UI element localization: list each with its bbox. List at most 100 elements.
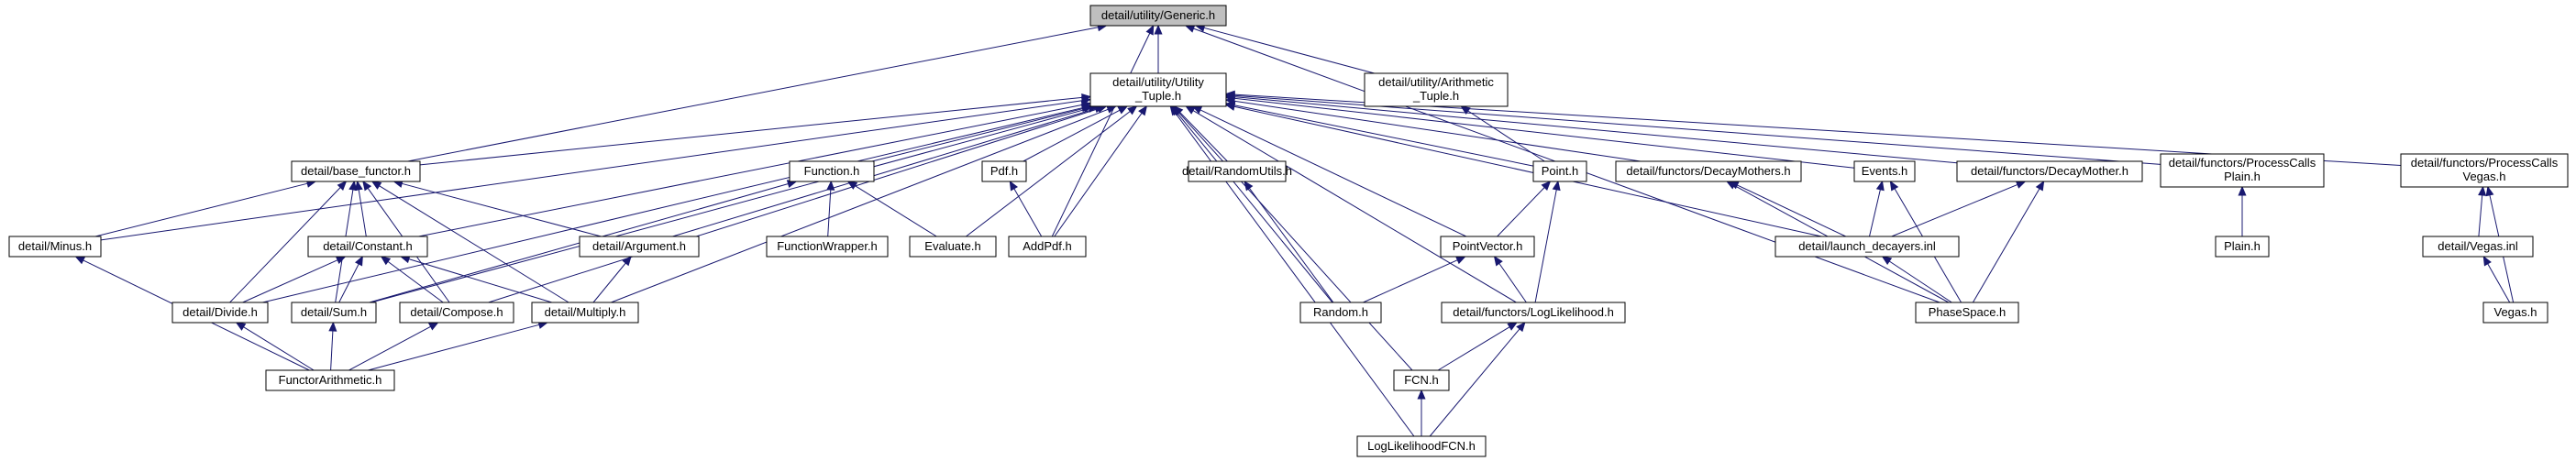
edge-line <box>2487 263 2511 303</box>
dependency-edge-decay_mother-to-utility_tuple <box>1224 93 1958 164</box>
node-label: LogLikelihoodFCN.h <box>1367 439 1476 453</box>
dependency-edge-argument_h-to-base_functor <box>392 179 602 237</box>
node-label: detail/functors/DecayMother.h <box>1971 164 2128 178</box>
node-random-h[interactable]: Random.h <box>1299 302 1382 324</box>
node-phasespace-h[interactable]: PhaseSpace.h <box>1915 302 2019 324</box>
arrowhead-icon <box>235 322 247 331</box>
node-function-wrapper[interactable]: FunctionWrapper.h <box>766 236 889 258</box>
arrowhead-icon <box>370 181 382 190</box>
edge-line <box>1051 32 1151 237</box>
node-label: detail/Argument.h <box>592 239 686 253</box>
node-utility-tuple[interactable]: detail/utility/Utility_Tuple.h <box>1089 72 1227 107</box>
node-decay-mothers[interactable]: detail/functors/DecayMothers.h <box>1615 160 1802 182</box>
edge-line <box>611 108 1109 303</box>
arrowhead-icon <box>354 180 363 192</box>
edge-line <box>243 326 315 371</box>
edge-line <box>229 187 341 303</box>
node-addpdf-h[interactable]: AddPdf.h <box>1008 236 1087 258</box>
graph-nodes: detail/utility/Generic.h detail/utility/U… <box>8 5 2569 457</box>
node-box <box>1615 160 1802 182</box>
edge-line <box>1233 100 1641 162</box>
node-label: detail/utility/Generic.h <box>1101 8 1215 22</box>
node-arith-tuple[interactable]: detail/utility/Arithmetic_Tuple.h <box>1364 72 1509 107</box>
node-label: Plain.h <box>2224 170 2261 183</box>
edge-line <box>242 259 338 303</box>
node-pdf-h[interactable]: Pdf.h <box>981 160 1027 182</box>
node-evaluate-h[interactable]: Evaluate.h <box>909 236 997 258</box>
node-box <box>1299 302 1382 324</box>
node-launch-decayers[interactable]: detail/launch_decayers.inl <box>1774 236 1960 258</box>
arrowhead-icon <box>1185 105 1196 115</box>
edge-line <box>348 325 431 371</box>
node-function-h[interactable]: Function.h <box>789 160 875 182</box>
node-base-functor[interactable]: detail/base_functor.h <box>291 160 421 182</box>
node-box <box>981 160 1027 182</box>
dependency-edge-base_functor-to-generic <box>407 23 1108 162</box>
node-point-h[interactable]: Point.h <box>1532 160 1587 182</box>
node-functor-arith[interactable]: FunctorArithmetic.h <box>265 369 395 391</box>
node-label: detail/utility/Arithmetic <box>1378 75 1494 89</box>
dependency-edge-launch_decayers-to-events_h <box>1869 180 1885 237</box>
node-box <box>766 236 889 258</box>
dependency-edge-compose_h-to-constant_h <box>380 256 444 303</box>
node-random-utils[interactable]: detail/RandomUtils.h <box>1182 160 1292 182</box>
edge-line <box>1467 110 1545 162</box>
edge-line <box>1179 112 1228 162</box>
node-fcn-h[interactable]: FCN.h <box>1393 369 1450 391</box>
arrowhead-icon <box>1169 104 1179 116</box>
edge-line <box>262 107 1083 303</box>
node-label: detail/Sum.h <box>301 305 367 319</box>
edge-line <box>672 108 1096 237</box>
node-box <box>2215 236 2270 258</box>
node-vegas-inl[interactable]: detail/Vegas.inl <box>2422 236 2534 258</box>
node-label: detail/RandomUtils.h <box>1182 164 1292 178</box>
node-label: _Tuple.h <box>1412 89 1459 103</box>
node-loglik-h[interactable]: detail/functors/LogLikelihood.h <box>1441 302 1626 324</box>
node-constant-h[interactable]: detail/Constant.h <box>307 236 428 258</box>
arrowhead-icon <box>1493 255 1503 267</box>
node-compose-h[interactable]: detail/Compose.h <box>399 302 514 324</box>
arrowhead-icon <box>1184 24 1196 33</box>
node-decay-mother[interactable]: detail/functors/DecayMother.h <box>1956 160 2143 182</box>
dependency-edge-random_h-to-utility_tuple <box>1170 105 1333 303</box>
node-box <box>1915 302 2019 324</box>
node-multiply-h[interactable]: detail/Multiply.h <box>531 302 639 324</box>
arrowhead-icon <box>1138 104 1148 116</box>
edge-line <box>1437 326 1510 371</box>
arrowhead-icon <box>1417 389 1426 400</box>
node-label: AddPdf.h <box>1023 239 1072 253</box>
node-point-vector[interactable]: PointVector.h <box>1440 236 1535 258</box>
dependency-edge-minus_h-to-utility_tuple <box>100 96 1092 241</box>
node-sum-h[interactable]: detail/Sum.h <box>291 302 377 324</box>
dependency-edge-events_h-to-utility_tuple <box>1224 93 1855 169</box>
arrowhead-icon <box>2485 185 2494 197</box>
dependency-edge-sum_h-to-constant_h <box>338 255 363 303</box>
node-box <box>291 160 421 182</box>
dependency-edge-vegas_h-to-vegas_inl <box>2482 255 2511 303</box>
dependency-edge-launch_decayers-to-decay_mother <box>1891 181 2027 237</box>
edge-line <box>1534 189 1557 303</box>
edge-line <box>1498 263 1527 303</box>
node-loglik-fcn[interactable]: LogLikelihoodFCN.h <box>1356 435 1487 457</box>
node-events-h[interactable]: Events.h <box>1853 160 1916 182</box>
node-label: Vegas.h <box>2494 305 2537 319</box>
node-label: detail/Compose.h <box>410 305 503 319</box>
node-minus-h[interactable]: detail/Minus.h <box>8 236 102 258</box>
node-label: Point.h <box>1542 164 1578 178</box>
node-argument-h[interactable]: detail/Argument.h <box>579 236 700 258</box>
node-plain-h[interactable]: Plain.h <box>2215 236 2270 258</box>
node-label: detail/functors/LogLikelihood.h <box>1453 305 1614 319</box>
node-divide-h[interactable]: detail/Divide.h <box>171 302 269 324</box>
edge-line <box>1248 188 1334 303</box>
edge-line <box>592 262 626 303</box>
edge-line <box>369 183 789 303</box>
dependency-edge-multiply_h-to-utility_tuple <box>611 105 1117 303</box>
node-generic[interactable]: detail/utility/Generic.h <box>1089 5 1227 27</box>
node-box <box>2482 302 2548 324</box>
dependency-edge-multiply_h-to-base_functor <box>370 181 569 303</box>
node-vegas-h[interactable]: Vegas.h <box>2482 302 2548 324</box>
dependency-edge-launch_decayers-to-decay_mothers <box>1729 181 1847 237</box>
dependency-edge-evaluate_h-to-function_h <box>846 181 937 237</box>
